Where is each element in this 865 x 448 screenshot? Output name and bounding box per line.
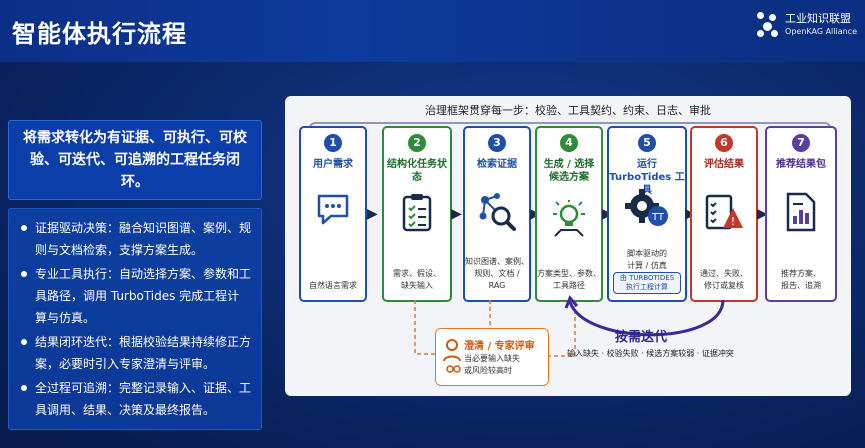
step-number: 6 <box>715 134 733 152</box>
logo-title: 工业知识联盟 <box>785 12 852 25</box>
flow-arrow-icon: ▶ <box>367 206 378 222</box>
step-number: 3 <box>488 134 506 152</box>
logo-icon <box>757 12 779 38</box>
flow-diagram: 治理框架贯穿每一步：校验、工具契约、约束、日志、审批 1 用户需求 自然语言需求… <box>285 96 851 396</box>
step-retrieve-evidence: 3 检索证据 知识图谱、案例、 规则、文档 / RAG <box>463 126 531 302</box>
step-title: 推荐结果包 <box>776 159 826 170</box>
clipboard-checklist-icon <box>401 192 433 236</box>
step-title: 用户需求 <box>313 159 353 170</box>
iterate-title: 按需迭代 <box>615 330 668 345</box>
summary-list: 证据驱动决策：融合知识图谱、案例、规则与文档检索，支撑方案生成。 专业工具执行：… <box>8 208 262 430</box>
step-title: 结构化任务状态 <box>387 159 447 183</box>
svg-text:!: ! <box>731 215 735 228</box>
summary-item: 证据驱动决策：融合知识图谱、案例、规则与文档检索，支撑方案生成。 <box>19 217 251 261</box>
summary-item: 全过程可追溯：完整记录输入、证据、工具调用、结果、决策及最终报告。 <box>19 377 251 421</box>
badge-text: 由 TURBOTIDES 执行工程计算 <box>612 272 682 294</box>
flow-arrow-icon: ▶ <box>757 206 768 222</box>
bullet-icon <box>21 271 27 277</box>
lightbulb-icon <box>549 200 589 242</box>
expert-review-box: 澄清 / 专家评审 当必要输入缺失 或风险较高时 <box>435 328 549 386</box>
summary-item: 专业工具执行：自动选择方案、参数和工具路径，调用 TurboTides 完成工程… <box>19 263 251 329</box>
step-title: 运行 TurboTides 工具 <box>609 159 685 196</box>
summary-heading: 将需求转化为有证据、可执行、可校验、可迭代、可追溯的工程任务闭环。 <box>8 120 262 200</box>
step-generate-candidates: 4 生成 / 选择 候选方案 方案类型、参数、 工具路径 <box>535 126 603 302</box>
step-description: 通过、失败、 修订或复核 <box>700 269 748 290</box>
expert-icon <box>443 339 461 373</box>
step-title: 评估结果 <box>704 159 744 170</box>
summary-panel: 将需求转化为有证据、可执行、可校验、可迭代、可追溯的工程任务闭环。 证据驱动决策… <box>8 120 262 430</box>
step-number: 5 <box>638 134 656 152</box>
logo-subtitle: OpenKAG Alliance <box>785 27 857 36</box>
step-evaluate-results: 6 评估结果 ! 通过、失败、 修订或复核 <box>690 126 758 302</box>
gear-icon: TT <box>624 186 670 232</box>
summary-item: 结果闭环迭代：根据校验结果持续修正方案，必要时引入专家澄清与评审。 <box>19 331 251 375</box>
step-description: 脚本驱动的 计算 / 仿真 <box>627 249 667 270</box>
step-title: 检索证据 <box>477 159 517 170</box>
iterate-conditions: 输入缺失 · 校验失败 · 候选方案较弱 · 证据冲突 <box>567 349 734 358</box>
summary-item-text: 结果闭环迭代：根据校验结果持续修正方案，必要时引入专家澄清与评审。 <box>35 335 252 371</box>
bullet-icon <box>21 225 27 231</box>
step-number: 7 <box>792 134 810 152</box>
step-title: 生成 / 选择 候选方案 <box>543 159 595 183</box>
title-bar: 智能体执行流程 工业知识联盟 OpenKAG Alliance <box>0 0 865 62</box>
alliance-logo: 工业知识联盟 OpenKAG Alliance <box>757 12 857 38</box>
flow-arrow-icon: ▶ <box>451 206 462 222</box>
summary-item-text: 证据驱动决策：融合知识图谱、案例、规则与文档检索，支撑方案生成。 <box>35 221 252 257</box>
turbotides-badge: 由 TURBOTIDES 执行工程计算 <box>609 272 685 294</box>
step-description: 知识图谱、案例、 规则、文档 / RAG <box>465 257 529 290</box>
bullet-icon <box>21 385 27 391</box>
step-number: 2 <box>408 134 426 152</box>
step-structured-task: 2 结构化任务状态 需求、假设、 缺失输入 <box>382 126 452 302</box>
expert-review-desc: 当必要输入缺失 或风险较高时 <box>464 354 520 375</box>
report-document-icon <box>786 192 816 236</box>
bullet-icon <box>21 339 27 345</box>
step-number: 1 <box>324 134 342 152</box>
chat-bubble-icon <box>315 192 351 230</box>
summary-item-text: 全过程可追溯：完整记录输入、证据、工具调用、结果、决策及最终报告。 <box>35 381 252 417</box>
step-user-request: 1 用户需求 自然语言需求 <box>299 126 367 302</box>
step-description: 自然语言需求 <box>309 281 357 290</box>
page-title: 智能体执行流程 <box>12 20 187 48</box>
step-run-turbotides: 5 运行 TurboTides 工具 TT 脚本驱动的 计算 / 仿真 由 TU… <box>607 126 687 302</box>
graph-search-icon <box>477 192 517 236</box>
expert-review-title: 澄清 / 专家评审 <box>464 341 535 352</box>
summary-item-text: 专业工具执行：自动选择方案、参数和工具路径，调用 TurboTides 完成工程… <box>35 267 252 325</box>
step-description: 需求、假设、 缺失输入 <box>393 269 441 290</box>
step-description: 方案类型、参数、 工具路径 <box>537 269 601 290</box>
svg-text:TT: TT <box>651 212 665 223</box>
loop-arrows <box>414 295 725 357</box>
step-recommendation-package: 7 推荐结果包 推荐方案、 报告、追溯 <box>765 126 837 302</box>
governance-note: 治理框架贯穿每一步：校验、工具契约、约束、日志、审批 <box>425 104 711 117</box>
checklist-warning-icon: ! <box>704 192 744 236</box>
step-description: 推荐方案、 报告、追溯 <box>781 269 821 290</box>
step-number: 4 <box>560 134 578 152</box>
